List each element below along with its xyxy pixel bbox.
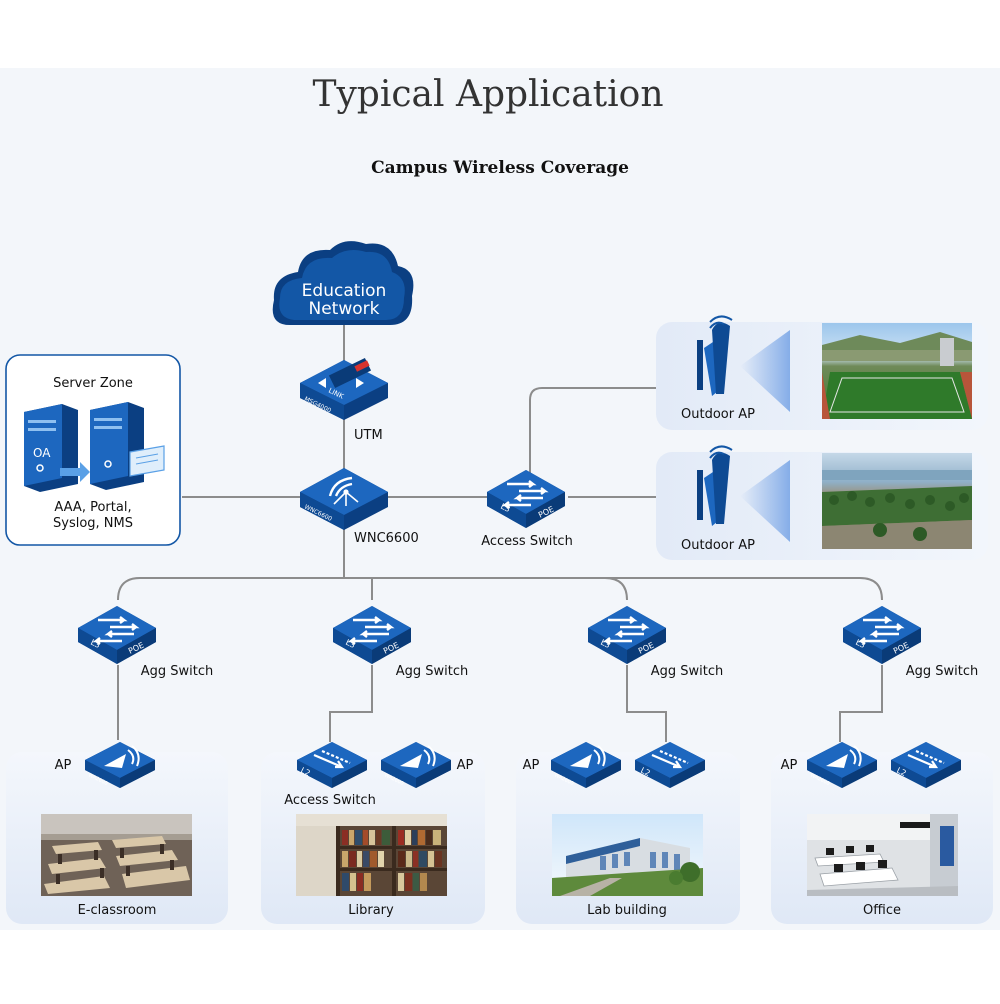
site3-l2: L2 (639, 766, 652, 778)
diagram-subtitle: Campus Wireless Coverage (371, 158, 629, 178)
site2-access-switch: L2 (295, 740, 369, 790)
server-services-line1: AAA, Portal, (54, 500, 131, 515)
site4-ap-label: AP (781, 758, 798, 773)
e-classroom-photo (41, 814, 192, 896)
agg-l3-2: L3 (344, 638, 357, 650)
outdoor-ap-icon (697, 315, 733, 396)
server-icon (90, 402, 165, 490)
utm-device: LINK MSG4000 (300, 357, 388, 420)
agg-l3-3: L3 (599, 638, 612, 650)
oa-server-icon: OA (24, 404, 90, 492)
agg-l3-1: L3 (89, 638, 102, 650)
wnc6600-controller: WNC6600 (300, 468, 388, 530)
site2-caption: Library (348, 903, 394, 918)
site3-access-switch: L2 (633, 740, 707, 790)
cloud-label-line2: Network (309, 299, 380, 319)
agg-switch-label-4: Agg Switch (906, 664, 979, 679)
cloud-label-line1: Education (302, 281, 387, 301)
outdoor-ap-label-2: Outdoor AP (681, 538, 755, 553)
lab-building-photo (552, 814, 703, 896)
education-network-cloud: Education Network (272, 241, 414, 325)
connection-lines (117, 325, 892, 767)
outdoor-ap-card-1: Outdoor AP (656, 315, 988, 430)
site2-l2: L2 (299, 766, 312, 778)
outdoor-ap-icon (697, 445, 733, 526)
seaside-campus-photo (822, 453, 972, 549)
top-switch-l3: L3 (499, 502, 512, 514)
site4-caption: Office (863, 903, 901, 918)
sports-field-photo (822, 323, 972, 419)
utm-label: UTM (354, 428, 383, 443)
site2-ap-label: AP (457, 758, 474, 773)
agg-switch-label-2: Agg Switch (396, 664, 469, 679)
outdoor-ap-card-2: Outdoor AP (656, 445, 988, 560)
site2-access-switch-label: Access Switch (284, 793, 376, 808)
site1-ap-label: AP (55, 758, 72, 773)
site4-access-switch: L2 (889, 740, 963, 790)
site1-caption: E-classroom (78, 903, 157, 918)
agg-switch-label-3: Agg Switch (651, 664, 724, 679)
wnc-label: WNC6600 (354, 531, 419, 546)
server-zone-title: Server Zone (53, 376, 133, 391)
library-photo (296, 814, 447, 896)
page-title: Typical Application (312, 74, 663, 115)
server-zone: Server Zone OA AAA, Portal, Syslog, NMS (5, 354, 181, 546)
agg-l3-4: L3 (854, 638, 867, 650)
outdoor-ap-label-1: Outdoor AP (681, 407, 755, 422)
top-access-switch-label: Access Switch (481, 534, 573, 549)
server-services-line2: Syslog, NMS (53, 516, 133, 531)
site3-ap-label: AP (523, 758, 540, 773)
site4-l2: L2 (895, 766, 908, 778)
agg-switch-label-1: Agg Switch (141, 664, 214, 679)
oa-label: OA (33, 446, 51, 460)
office-photo (807, 814, 958, 896)
site3-caption: Lab building (587, 903, 667, 918)
